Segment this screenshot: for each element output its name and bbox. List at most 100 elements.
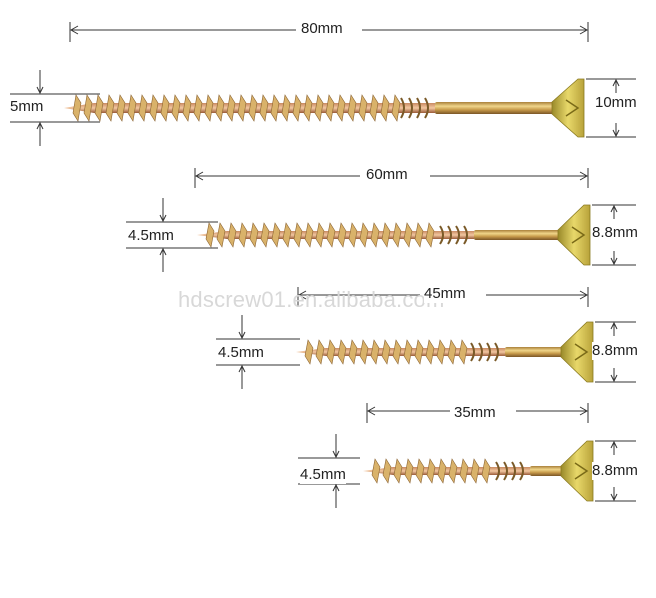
thread-60 <box>238 222 248 248</box>
thread-diameter-arrowhead-bottom-35 <box>332 483 340 492</box>
screw-60 <box>126 168 636 272</box>
thread-60 <box>370 222 380 248</box>
screw-80 <box>10 22 636 146</box>
thread-60 <box>260 222 270 248</box>
head-recess-60 <box>571 226 586 244</box>
thread-80 <box>116 94 126 122</box>
thread-80 <box>325 94 335 122</box>
thread-45 <box>425 339 435 365</box>
flute-35 <box>495 461 500 481</box>
thread-80 <box>72 94 82 122</box>
head-recess-45 <box>574 343 589 361</box>
thread-diameter-label-35: 4.5mm <box>300 466 346 484</box>
thread-60 <box>403 222 413 248</box>
length-arrow-left-60 <box>194 171 204 181</box>
shank-80 <box>435 102 556 114</box>
thread-60 <box>315 222 325 248</box>
thread-diameter-arrowhead-bottom-60 <box>159 247 167 256</box>
flute-35 <box>511 461 516 481</box>
thread-45 <box>403 339 413 365</box>
head-recess-80 <box>565 99 580 117</box>
thread-60 <box>304 222 314 248</box>
head-diameter-label-45: 8.8mm <box>592 342 638 360</box>
length-arrow-left-80 <box>69 25 79 35</box>
head-80 <box>551 78 585 138</box>
length-arrow-left-35 <box>366 406 376 416</box>
flute-60 <box>447 225 452 245</box>
thread-35 <box>426 458 436 484</box>
flute-45 <box>486 342 491 362</box>
head-diameter-arrowhead-bottom-45 <box>610 374 618 383</box>
thread-80 <box>182 94 192 122</box>
flute-60 <box>463 225 468 245</box>
thread-35 <box>459 458 469 484</box>
flute-60 <box>439 225 444 245</box>
thread-80 <box>347 94 357 122</box>
thread-45 <box>370 339 380 365</box>
head-diameter-arrowhead-top-80 <box>612 78 620 87</box>
thread-45 <box>447 339 457 365</box>
thread-80 <box>105 94 115 122</box>
thread-80 <box>171 94 181 122</box>
thread-60 <box>227 222 237 248</box>
thread-45 <box>348 339 358 365</box>
thread-60 <box>359 222 369 248</box>
thread-60 <box>326 222 336 248</box>
thread-diameter-arrowhead-top-45 <box>238 331 246 340</box>
shank-45 <box>505 347 565 357</box>
thread-45 <box>381 339 391 365</box>
length-arrow-left-45 <box>297 290 307 300</box>
head-recess-35 <box>574 462 589 480</box>
thread-80 <box>94 94 104 122</box>
thread-80 <box>160 94 170 122</box>
screw-35 <box>298 403 636 508</box>
thread-45 <box>304 339 314 365</box>
thread-35 <box>481 458 491 484</box>
thread-80 <box>358 94 368 122</box>
thread-80 <box>237 94 247 122</box>
head-diameter-label-35: 8.8mm <box>592 462 638 480</box>
head-45 <box>560 321 594 383</box>
length-arrow-right-45 <box>579 290 589 300</box>
thread-45 <box>436 339 446 365</box>
thread-80 <box>259 94 269 122</box>
length-label-45: 45mm <box>424 285 466 303</box>
head-60 <box>557 204 591 266</box>
thread-80 <box>303 94 313 122</box>
thread-80 <box>380 94 390 122</box>
thread-80 <box>314 94 324 122</box>
shank-60 <box>474 230 562 240</box>
thread-80 <box>391 94 401 122</box>
head-diameter-arrowhead-bottom-35 <box>610 493 618 502</box>
shank-35 <box>530 466 565 476</box>
thread-80 <box>204 94 214 122</box>
head-diameter-arrowhead-top-35 <box>610 440 618 449</box>
thread-80 <box>127 94 137 122</box>
flute-45 <box>494 342 499 362</box>
thread-80 <box>149 94 159 122</box>
head-35 <box>560 440 594 502</box>
thread-diameter-label-60: 4.5mm <box>128 227 174 245</box>
thread-60 <box>381 222 391 248</box>
length-arrow-right-35 <box>579 406 589 416</box>
thread-35 <box>448 458 458 484</box>
thread-80 <box>138 94 148 122</box>
thread-diameter-arrowhead-top-80 <box>36 86 44 95</box>
thread-diameter-arrowhead-top-60 <box>159 214 167 223</box>
thread-60 <box>249 222 259 248</box>
flute-60 <box>455 225 460 245</box>
watermark-text: hdscrew01.en.alibaba.com <box>178 287 445 312</box>
thread-45 <box>326 339 336 365</box>
thread-60 <box>216 222 226 248</box>
thread-45 <box>458 339 468 365</box>
head-diameter-arrowhead-top-45 <box>610 321 618 330</box>
thread-60 <box>271 222 281 248</box>
thread-diameter-arrowhead-top-35 <box>332 450 340 459</box>
thread-80 <box>336 94 346 122</box>
thread-35 <box>470 458 480 484</box>
thread-35 <box>382 458 392 484</box>
thread-80 <box>292 94 302 122</box>
thread-60 <box>425 222 435 248</box>
thread-60 <box>293 222 303 248</box>
length-label-80: 80mm <box>301 20 343 38</box>
